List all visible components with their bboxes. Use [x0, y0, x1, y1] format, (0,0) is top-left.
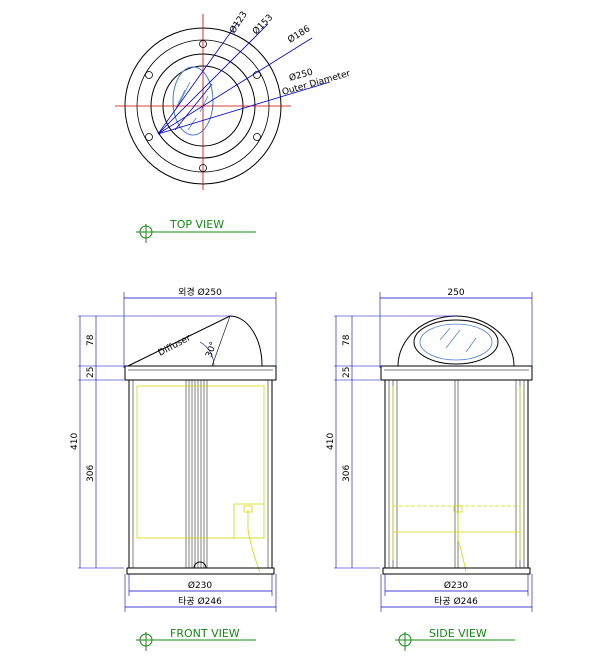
front-view: 외경 Ø250 Diffuser 30°: [70, 286, 277, 651]
front-bottom-outer: 타공 Ø246: [178, 596, 222, 607]
diffuser-cap: [127, 315, 263, 367]
diffuser-angle: 30°: [204, 341, 219, 359]
side-top-flange: [380, 365, 533, 381]
side-lens: [413, 319, 499, 365]
lens-shine: [175, 81, 209, 131]
front-top-width: 외경 Ø250: [178, 286, 222, 298]
side-body: [384, 379, 529, 569]
front-top-flange: [124, 365, 277, 381]
side-hidden-lines: [392, 386, 521, 573]
front-view-title: FRONT VIEW: [170, 627, 240, 640]
front-bottom-inner: Ø230: [188, 580, 213, 591]
dim-d186: Ø186: [286, 23, 313, 45]
top-view-title: TOP VIEW: [169, 218, 224, 231]
side-h306: 306: [342, 465, 352, 482]
side-dome: [397, 315, 515, 367]
diffuser-label: Diffuser: [157, 333, 193, 359]
bolt-hole: [253, 71, 261, 79]
front-h25: 25: [86, 367, 96, 378]
bolt-hole: [145, 71, 153, 79]
side-base: [382, 567, 531, 575]
front-cable-notch: [193, 561, 207, 569]
bolt-hole: [253, 133, 261, 141]
lens-glass: [172, 66, 214, 136]
side-h25: 25: [342, 367, 352, 378]
front-view-title-block: FRONT VIEW: [136, 627, 256, 651]
side-h410: 410: [326, 433, 336, 450]
front-hidden-lines: [136, 385, 265, 573]
dim-d123: Ø123: [227, 9, 249, 35]
front-h78: 78: [86, 334, 96, 346]
side-h78: 78: [342, 334, 352, 346]
diameter-leaders: [157, 21, 331, 135]
front-base: [126, 567, 275, 575]
dim-d153: Ø153: [250, 12, 275, 37]
bolt-hole: [145, 133, 153, 141]
front-h410: 410: [70, 433, 80, 450]
front-h306: 306: [86, 465, 96, 482]
side-view-title-block: SIDE VIEW: [395, 627, 515, 651]
side-bottom-inner: Ø230: [444, 580, 469, 591]
side-view: 250: [326, 288, 533, 651]
side-bottom-outer: 타공 Ø246: [434, 596, 478, 607]
side-top-width: 250: [447, 288, 464, 298]
top-view-title-block: TOP VIEW: [136, 218, 256, 243]
front-body: [128, 379, 273, 569]
top-view: Ø123 Ø153 Ø186 Ø250 Outer Diameter TOP V…: [115, 9, 352, 243]
side-view-title: SIDE VIEW: [429, 627, 487, 640]
